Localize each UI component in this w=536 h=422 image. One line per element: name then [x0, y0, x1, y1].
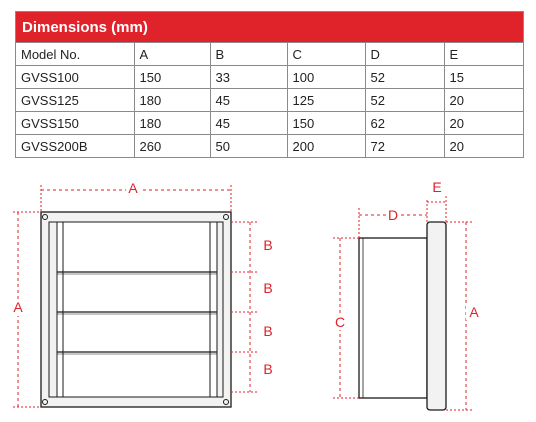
label-b: B — [263, 280, 272, 296]
table-cell: 260 — [133, 134, 211, 157]
table-cell: 50 — [209, 134, 288, 157]
table-cell: 200 — [286, 134, 366, 157]
label-a-height: A — [13, 299, 23, 315]
screw-hole-icon — [42, 399, 48, 405]
label-bg — [332, 314, 348, 330]
label-c: C — [335, 314, 345, 330]
label-bg — [386, 207, 400, 223]
table-cell: GVSS100 — [16, 65, 135, 89]
side-duct-body — [358, 237, 428, 399]
table-cell: 33 — [209, 65, 288, 89]
label-b: B — [263, 323, 272, 339]
label-a-width: A — [128, 180, 138, 196]
label-bg — [126, 181, 140, 197]
screw-hole-icon — [42, 214, 48, 220]
label-bg — [10, 300, 26, 316]
table-title: Dimensions (mm) — [16, 12, 523, 43]
table-cell: 15 — [443, 65, 523, 89]
table-cell: 180 — [133, 88, 211, 112]
side-flange — [426, 221, 447, 411]
screw-hole-icon — [223, 399, 229, 405]
table-cell: 100 — [286, 65, 366, 89]
table-cell: 45 — [209, 111, 288, 135]
label-d: D — [388, 207, 398, 223]
front-view: A A B B B B — [10, 180, 273, 408]
table-cell: 150 — [286, 111, 366, 135]
table-cell: GVSS150 — [16, 111, 135, 135]
header-cell: Model No. — [16, 43, 135, 66]
table-cell: 125 — [286, 88, 366, 112]
table-cell: 62 — [364, 111, 445, 135]
label-b: B — [263, 237, 272, 253]
side-view: D E C A — [332, 179, 482, 411]
label-bg — [466, 304, 482, 320]
front-opening — [56, 221, 218, 398]
table-cell: 20 — [443, 134, 523, 157]
label-e: E — [432, 179, 441, 195]
table-cell: 150 — [133, 65, 211, 89]
label-b: B — [263, 361, 272, 377]
label-a-side: A — [469, 304, 479, 320]
table-cell: 52 — [364, 88, 445, 112]
table-cell: 180 — [133, 111, 211, 135]
table-cell: 20 — [443, 111, 523, 135]
screw-hole-icon — [223, 214, 229, 220]
